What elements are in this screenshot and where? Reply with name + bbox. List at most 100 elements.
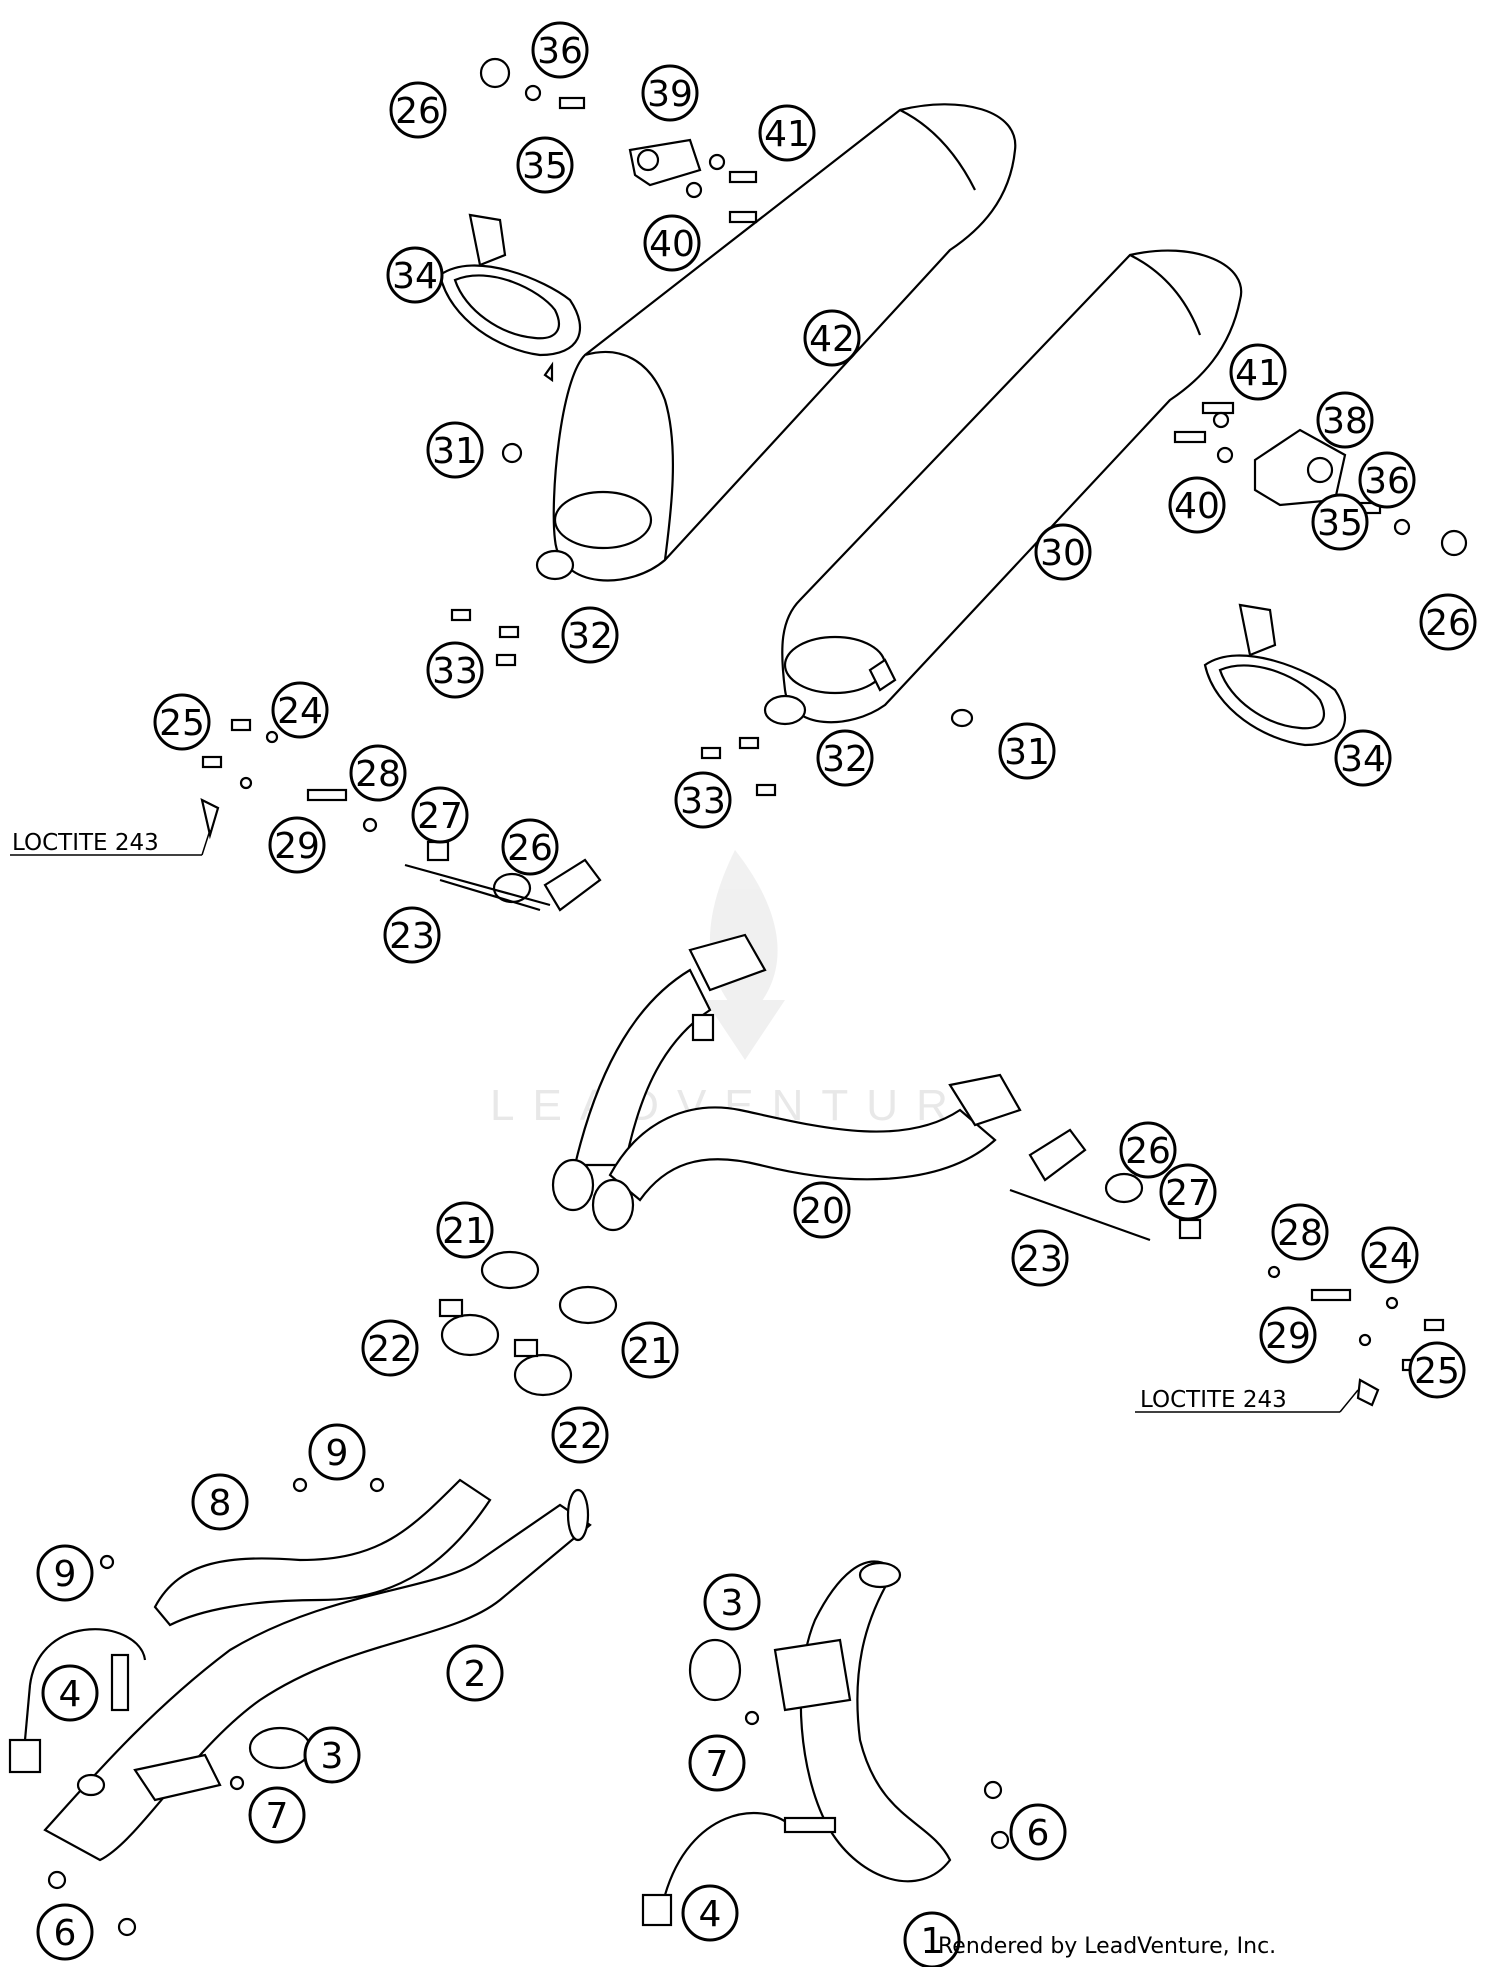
callout-circle xyxy=(426,641,484,699)
callout-circle xyxy=(643,214,701,272)
callout-circle xyxy=(1311,493,1369,551)
callout-22: 22 xyxy=(361,1319,419,1377)
callout-number: 36 xyxy=(537,31,583,72)
callout-circle xyxy=(816,729,874,787)
gasket-3-right[interactable] xyxy=(688,1638,742,1702)
mount-kit-right[interactable] xyxy=(1028,1128,1202,1240)
callout-number: 33 xyxy=(680,781,726,822)
callout-circle xyxy=(1334,729,1392,787)
callout-circle xyxy=(386,246,444,304)
sleeve-21-left[interactable] xyxy=(480,1250,540,1290)
callout-7: 7 xyxy=(248,1786,306,1844)
callout-number: 9 xyxy=(326,1433,349,1474)
silencer-lower[interactable] xyxy=(781,249,1243,724)
callout-circle xyxy=(41,1664,99,1722)
callout-circle xyxy=(516,136,574,194)
callout-circle xyxy=(758,104,816,162)
callout-20: 20 xyxy=(793,1181,851,1239)
callout-circle xyxy=(1271,1203,1329,1261)
mount-kit-left[interactable] xyxy=(426,840,602,912)
callout-number: 28 xyxy=(1277,1213,1323,1254)
silencer-upper[interactable] xyxy=(543,103,1017,582)
callout-number: 26 xyxy=(1125,1131,1171,1172)
callout-36: 36 xyxy=(1358,451,1416,509)
callout-number: 41 xyxy=(764,114,810,155)
hose-clamp-22-left[interactable] xyxy=(438,1298,500,1357)
callout-number: 7 xyxy=(266,1796,289,1837)
callout-23: 23 xyxy=(1011,1229,1069,1287)
pipe-1[interactable] xyxy=(773,1560,952,1883)
leader-23-left-b xyxy=(439,878,541,912)
callout-circle xyxy=(803,309,861,367)
callout-number: 6 xyxy=(54,1913,77,1954)
callout-number: 28 xyxy=(355,754,401,795)
callout-number: 34 xyxy=(392,256,438,297)
callout-circle xyxy=(1159,1163,1217,1221)
loctite-label-left: LOCTITE 243 xyxy=(12,830,159,856)
hardware xyxy=(47,57,1468,1937)
bracket-39[interactable] xyxy=(628,138,702,187)
callout-41: 41 xyxy=(758,104,816,162)
clamp-lower[interactable] xyxy=(1203,603,1347,747)
callout-29: 29 xyxy=(1259,1306,1317,1364)
callout-35: 35 xyxy=(1311,493,1369,551)
callout-number: 42 xyxy=(809,319,855,360)
clamp-upper[interactable] xyxy=(438,213,582,357)
callout-circle xyxy=(446,1644,504,1702)
pipe-2[interactable] xyxy=(43,1488,592,1862)
heat-shield-8[interactable] xyxy=(153,1478,492,1627)
render-credit: Rendered by LeadVenture, Inc. xyxy=(938,1934,1277,1959)
sleeve-21-right[interactable] xyxy=(558,1285,618,1325)
callout-circle xyxy=(1229,343,1287,401)
lambda-sensor-right[interactable] xyxy=(641,1812,837,1927)
callout-circle xyxy=(308,1423,366,1481)
callout-30: 30 xyxy=(1034,523,1092,581)
callout-9: 9 xyxy=(36,1544,94,1602)
callout-number: 30 xyxy=(1040,533,1086,574)
callout-number: 1 xyxy=(921,1921,944,1962)
callout-number: 33 xyxy=(432,651,478,692)
callout-circle xyxy=(1168,476,1226,534)
callout-21: 21 xyxy=(621,1321,679,1379)
callout-number: 22 xyxy=(367,1329,413,1370)
gasket-3-left[interactable] xyxy=(248,1726,312,1770)
callout-3: 3 xyxy=(703,1573,761,1631)
callout-4: 4 xyxy=(41,1664,99,1722)
callout-4: 4 xyxy=(681,1884,739,1942)
bracket-38[interactable] xyxy=(1253,428,1347,507)
loctite-note-left: LOCTITE 243 xyxy=(10,829,211,856)
callout-31: 31 xyxy=(426,421,484,479)
callout-41: 41 xyxy=(1229,343,1287,401)
callout-8: 8 xyxy=(191,1473,249,1531)
callout-circle xyxy=(36,1903,94,1961)
callout-34: 34 xyxy=(386,246,444,304)
callout-42: 42 xyxy=(803,309,861,367)
callout-25: 25 xyxy=(153,693,211,751)
callout-28: 28 xyxy=(349,744,407,802)
callout-circle xyxy=(153,693,211,751)
callout-24: 24 xyxy=(1361,1226,1419,1284)
callout-circle xyxy=(1119,1121,1177,1179)
callout-number: 31 xyxy=(1004,732,1050,773)
callout-6: 6 xyxy=(36,1903,94,1961)
callout-circle xyxy=(436,1201,494,1259)
callout-circle xyxy=(1316,391,1374,449)
callout-33: 33 xyxy=(426,641,484,699)
callout-33: 33 xyxy=(674,771,732,829)
callout-26: 26 xyxy=(1119,1121,1177,1179)
callout-circle xyxy=(1259,1306,1317,1364)
callout-number: 38 xyxy=(1322,401,1368,442)
callout-number: 26 xyxy=(507,828,553,869)
header-pipe-20[interactable] xyxy=(551,933,1022,1232)
callout-number: 40 xyxy=(1174,486,1220,527)
callout-number: 4 xyxy=(59,1674,82,1715)
callout-circle xyxy=(674,771,732,829)
callout-29: 29 xyxy=(268,816,326,874)
callout-number: 9 xyxy=(54,1554,77,1595)
callout-circle xyxy=(349,744,407,802)
callout-34: 34 xyxy=(1334,729,1392,787)
callout-circle xyxy=(361,1319,419,1377)
callout-3: 3 xyxy=(303,1726,361,1784)
callout-39: 39 xyxy=(641,64,699,122)
hose-clamp-22-right[interactable] xyxy=(513,1338,573,1397)
